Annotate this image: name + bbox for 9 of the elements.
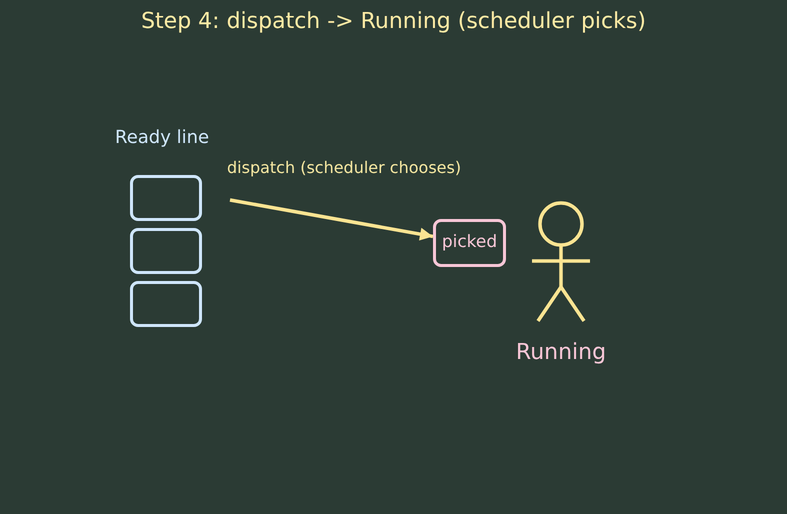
queue-slot	[130, 228, 202, 274]
process-box: picked	[433, 219, 506, 267]
queue-slot	[130, 175, 202, 221]
edge-label: dispatch (scheduler chooses)	[227, 159, 462, 178]
heading-label: Ready line	[115, 128, 210, 149]
queue-slot	[130, 281, 202, 327]
diagram-title: Step 4: dispatch -> Running (scheduler picks)	[141, 9, 646, 34]
arrow	[230, 198, 434, 241]
node-caption: Running	[514, 340, 608, 365]
